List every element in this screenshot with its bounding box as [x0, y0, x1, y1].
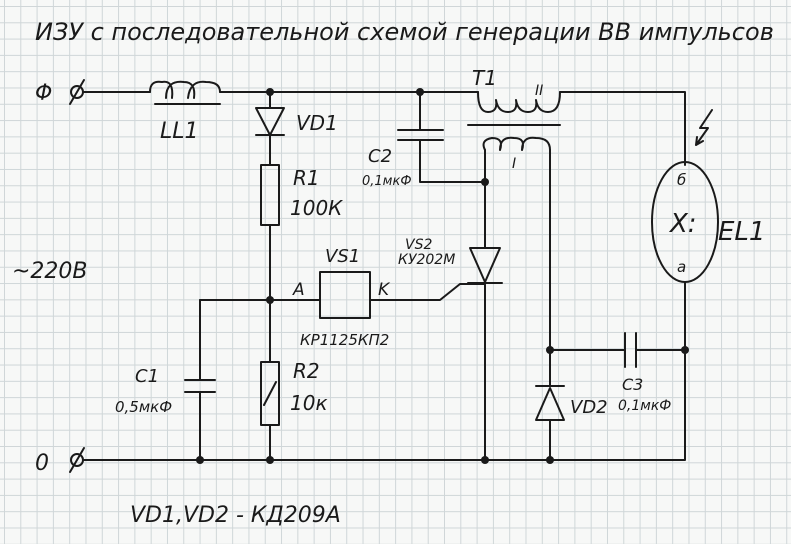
zero-terminal [69, 447, 85, 473]
capacitor-C2 [397, 129, 444, 141]
transformer-T1 [467, 91, 561, 151]
lightning-icon [695, 109, 713, 146]
zero-label: 0 [35, 451, 49, 476]
junction-dots [196, 88, 689, 464]
R2-label: R2 [293, 359, 320, 383]
vs1-box [319, 271, 371, 319]
VS2-label: VS2 [405, 237, 432, 253]
R1-value: 100К [290, 196, 343, 220]
EL1-symbol: X: [668, 209, 697, 239]
VS1-pin-k: K [378, 280, 391, 300]
C2-value: 0,1мкФ [362, 174, 412, 189]
VS1-part: КР1125КП2 [300, 331, 389, 349]
phase-label: Φ [35, 81, 52, 106]
wires [82, 91, 686, 461]
resistor-R1 [260, 164, 280, 226]
resistor-R2 [260, 361, 280, 426]
C3-label: C3 [622, 375, 643, 394]
diode-note: VD1,VD2 - КД209А [130, 503, 341, 528]
diode-VD1 [255, 107, 285, 136]
diode-VD2 [535, 385, 565, 421]
VD1-label: VD1 [296, 111, 338, 135]
capacitor-C1 [184, 379, 216, 393]
thyristor-VS2 [467, 247, 503, 284]
T1-label: T1 [472, 66, 497, 90]
R2-value: 10к [290, 391, 328, 415]
C1-value: 0,5мкФ [115, 398, 172, 416]
capacitor-C3 [624, 332, 637, 368]
C1-label: C1 [135, 366, 159, 387]
lamp-EL1 [651, 161, 719, 283]
VS1-pin-a: A [292, 280, 305, 300]
inductor-LL1 [149, 80, 221, 99]
R1-label: R1 [293, 166, 320, 190]
C2-label: C2 [368, 146, 392, 167]
VS1-label: VS1 [325, 246, 360, 267]
VD2-label: VD2 [570, 397, 608, 418]
phase-terminal [69, 79, 85, 105]
C3-value: 0,1мкФ [618, 398, 671, 414]
EL1-pin-bottom: а [677, 258, 686, 276]
EL1-label: EL1 [718, 217, 765, 247]
EL1-pin-top: б [677, 171, 686, 189]
T1-primary-label: I [512, 156, 516, 172]
VS2-part: КУ202М [398, 252, 455, 268]
LL1-label: LL1 [160, 119, 199, 144]
title: ИЗУ с последовательной схемой генерации … [35, 18, 774, 46]
supply-label: ~220В [12, 259, 88, 284]
T1-secondary-label: II [535, 83, 543, 99]
